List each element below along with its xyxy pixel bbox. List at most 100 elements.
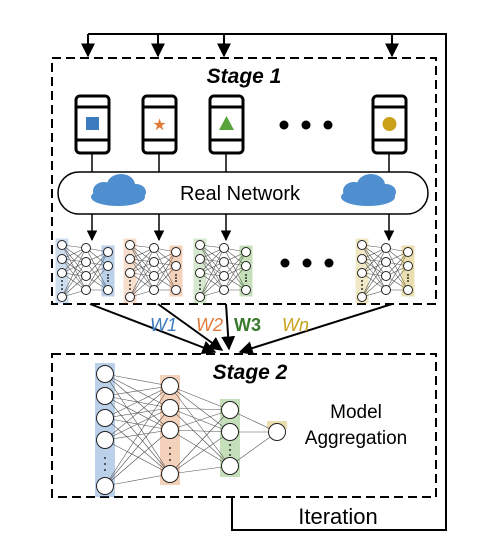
local-model-1-ellipsis-dot bbox=[61, 284, 63, 286]
local-model-1-neuron bbox=[103, 247, 113, 257]
phone-1 bbox=[74, 94, 111, 155]
aggregated-model-neuron bbox=[96, 365, 114, 383]
local-model-2-neuron bbox=[125, 254, 135, 264]
local-model-1-neuron bbox=[103, 261, 113, 271]
cloud-icon bbox=[341, 174, 396, 206]
phone-3 bbox=[208, 94, 245, 155]
aggregation-label-line1: Model bbox=[330, 402, 382, 423]
local-model-3-ellipsis-dot bbox=[245, 280, 247, 282]
aggregated-model-ellipsis-dot bbox=[169, 459, 171, 461]
phone-network-links bbox=[91, 153, 390, 172]
local-model-3-neuron bbox=[241, 247, 251, 257]
local-model-4-neuron bbox=[403, 247, 413, 257]
weight-label-3: W3 bbox=[234, 315, 261, 335]
local-model-1-ellipsis-dot bbox=[61, 280, 63, 282]
local-model-2-ellipsis-dot bbox=[175, 274, 177, 276]
aggregated-model-neuron bbox=[161, 377, 179, 395]
local-model-3-ellipsis-dot bbox=[199, 280, 201, 282]
local-model-4 bbox=[355, 238, 415, 304]
local-model-3-ellipsis-dot bbox=[245, 277, 247, 279]
local-model-1-neuron bbox=[57, 292, 67, 302]
aggregated-model-ellipsis-dot bbox=[169, 447, 171, 449]
local-model-3-neuron bbox=[241, 261, 251, 271]
network-to-model-arrows bbox=[86, 214, 395, 242]
local-models bbox=[55, 238, 415, 304]
local-model-4-ellipsis-dot bbox=[361, 284, 363, 286]
local-model-1-neuron bbox=[81, 257, 91, 267]
local-model-2-neuron bbox=[125, 292, 135, 302]
local-model-4-ellipsis-dot bbox=[407, 277, 409, 279]
stage2-title: Stage 2 bbox=[213, 361, 288, 384]
local-model-4-neuron bbox=[381, 285, 391, 295]
aggregated-model-ellipsis-dot bbox=[169, 453, 171, 455]
local-model-2-neuron bbox=[149, 243, 159, 253]
star-icon: ★ bbox=[152, 115, 166, 134]
local-model-2-neuron bbox=[171, 285, 181, 295]
aggregated-model bbox=[95, 363, 287, 497]
weight-label-1: W1 bbox=[150, 315, 177, 335]
local-model-2-neuron bbox=[149, 257, 159, 267]
local-model-3-neuron bbox=[219, 271, 229, 281]
local-model-1-ellipsis-dot bbox=[107, 274, 109, 276]
global-model bbox=[95, 363, 287, 497]
aggregated-layer-highlight bbox=[95, 363, 115, 497]
local-model-1-neuron bbox=[57, 240, 67, 250]
aggregated-model-neuron bbox=[96, 387, 114, 405]
local-model-3-neuron bbox=[241, 285, 251, 295]
local-model-3-neuron bbox=[195, 240, 205, 250]
square-icon bbox=[86, 117, 99, 130]
weight-label-2: W2 bbox=[196, 315, 223, 335]
local-model-2-neuron bbox=[149, 271, 159, 281]
local-model-2-neuron bbox=[171, 261, 181, 271]
local-model-4-neuron bbox=[403, 261, 413, 271]
local-model-4-neuron bbox=[381, 243, 391, 253]
local-model-2-ellipsis-dot bbox=[129, 280, 131, 282]
local-model-1-neuron bbox=[103, 285, 113, 295]
local-model-3-neuron bbox=[195, 254, 205, 264]
iteration-label: Iteration bbox=[298, 504, 378, 529]
aggregated-model-ellipsis-dot bbox=[229, 449, 231, 451]
aggregated-model-neuron bbox=[96, 477, 114, 495]
aggregated-model-neuron bbox=[221, 457, 239, 475]
local-model-2-ellipsis-dot bbox=[129, 284, 131, 286]
stage1-title: Stage 1 bbox=[207, 65, 282, 88]
local-model-4-ellipsis-dot bbox=[361, 288, 363, 290]
local-model-1-ellipsis-dot bbox=[107, 277, 109, 279]
local-model-2-ellipsis-dot bbox=[129, 288, 131, 290]
local-model-2-ellipsis-dot bbox=[175, 277, 177, 279]
local-model-4-neuron bbox=[357, 268, 367, 278]
aggregated-model-ellipsis-dot bbox=[104, 457, 106, 459]
local-model-3-neuron bbox=[219, 257, 229, 267]
local-model-4-neuron bbox=[381, 271, 391, 281]
local-model-3-neuron bbox=[195, 268, 205, 278]
local-model-4-ellipsis-dot bbox=[407, 280, 409, 282]
local-model-1-ellipsis-dot bbox=[107, 280, 109, 282]
local-model-2-neuron bbox=[125, 268, 135, 278]
real-network-label: Real Network bbox=[180, 183, 301, 205]
local-model-4-neuron bbox=[357, 240, 367, 250]
upload-arrows bbox=[89, 303, 393, 355]
aggregated-model-neuron bbox=[161, 399, 179, 417]
ellipsis-phones bbox=[279, 120, 333, 130]
local-model-4-neuron bbox=[357, 254, 367, 264]
local-model-2-neuron bbox=[171, 247, 181, 257]
local-model-3-neuron bbox=[219, 243, 229, 253]
triangle-icon bbox=[219, 116, 234, 130]
local-model-1-neuron bbox=[57, 254, 67, 264]
local-model-2 bbox=[123, 238, 183, 304]
aggregated-model-ellipsis-dot bbox=[104, 469, 106, 471]
local-model-1-neuron bbox=[81, 271, 91, 281]
circle-icon bbox=[382, 117, 397, 131]
stage1-box bbox=[51, 57, 437, 305]
local-model-3-neuron bbox=[195, 292, 205, 302]
aggregated-model-neuron bbox=[221, 423, 239, 441]
local-model-4-neuron bbox=[381, 257, 391, 267]
local-model-1-neuron bbox=[57, 268, 67, 278]
local-model-1 bbox=[55, 238, 115, 304]
stage2-box bbox=[51, 353, 437, 498]
local-model-4-ellipsis-dot bbox=[361, 280, 363, 282]
weight-label-n: Wn bbox=[282, 315, 309, 335]
aggregation-label-line2: Aggregation bbox=[305, 428, 407, 449]
local-model-1-neuron bbox=[81, 285, 91, 295]
